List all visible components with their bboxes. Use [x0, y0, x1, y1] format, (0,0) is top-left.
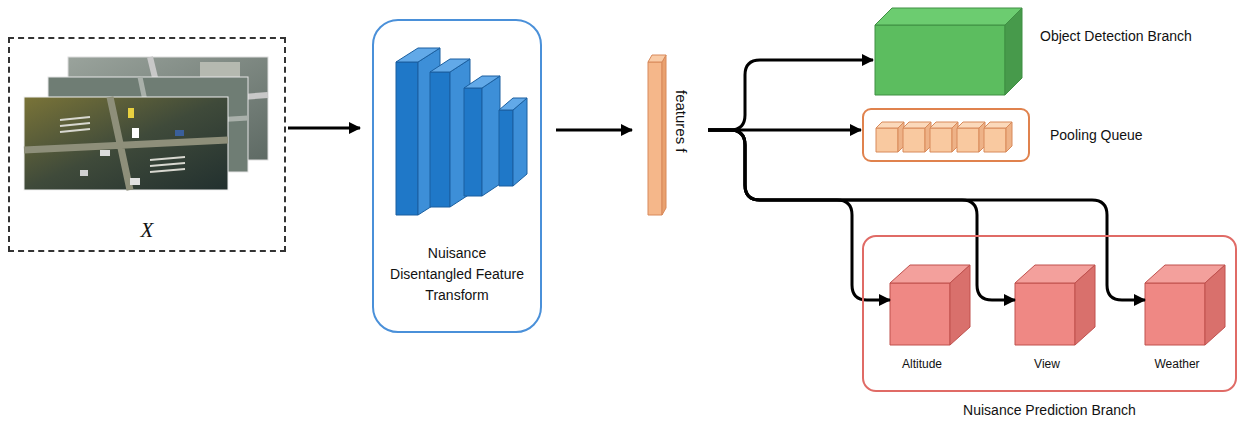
queue-cubes — [876, 122, 1012, 152]
block-label: Nuisance Disentangled Feature Transform — [387, 243, 527, 306]
label-holder: X — [10, 218, 284, 242]
feature-bar — [648, 55, 666, 215]
label-holder: Pooling Queue — [1050, 125, 1143, 145]
arrow-connector — [556, 129, 632, 132]
label-holder: Altitude — [872, 356, 972, 372]
weather-cube: Weather — [1147, 267, 1227, 347]
feature-label: features f — [673, 90, 690, 153]
altitude-cube: Altitude — [892, 267, 972, 347]
nuisance-cubes — [890, 265, 1225, 345]
label-holder: Object Detection Branch — [1040, 26, 1192, 46]
label-holder: View — [997, 356, 1097, 372]
branch-label: Nuisance Prediction Branch — [864, 401, 1235, 419]
cnn-layers — [396, 48, 527, 215]
cube-label: Altitude — [872, 356, 972, 372]
input-box: X — [8, 37, 286, 252]
nuisance-branch: AltitudeViewWeatherNuisance Prediction B… — [862, 235, 1237, 392]
feature-vector: features f — [648, 55, 698, 217]
input-images — [24, 57, 268, 190]
transform-box: Nuisance Disentangled Feature Transform — [372, 19, 542, 333]
label-holder: Nuisance Prediction Branch — [864, 401, 1235, 419]
label-holder: Weather — [1127, 356, 1227, 372]
cube-label: View — [997, 356, 1097, 372]
detection-branch: Object Detection Branch — [875, 8, 1022, 95]
branch-label: Pooling Queue — [1050, 125, 1143, 145]
arrow-connector — [708, 130, 1145, 300]
arrow-connector — [708, 60, 873, 130]
pooling-queue: Pooling Queue — [862, 108, 1030, 162]
branch-label: Object Detection Branch — [1040, 26, 1192, 46]
detection-block — [875, 8, 1022, 95]
label-holder: features f — [673, 90, 690, 153]
arrow-connector — [288, 127, 360, 130]
label-holder: Nuisance Disentangled Feature Transform — [374, 243, 540, 306]
cube-label: Weather — [1127, 356, 1227, 372]
view-cube: View — [1017, 267, 1097, 347]
input-label: X — [10, 218, 284, 242]
